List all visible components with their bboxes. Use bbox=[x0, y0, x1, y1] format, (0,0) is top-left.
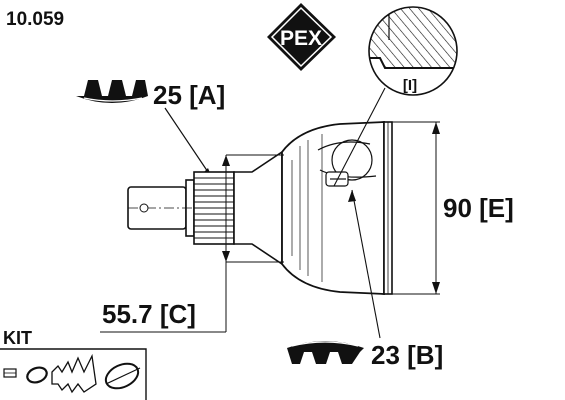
registered-mark: ® bbox=[330, 24, 336, 32]
spline-outer-icon bbox=[76, 80, 148, 103]
dimension-c-lines bbox=[100, 154, 284, 333]
leader-detail bbox=[333, 87, 386, 187]
pex-logo: PEX ® bbox=[267, 3, 336, 71]
leader-a bbox=[164, 107, 213, 179]
kit-box: KIT bbox=[0, 328, 147, 400]
housing-shading bbox=[291, 134, 323, 282]
joint-neck bbox=[233, 150, 283, 266]
spline-outer-dimension: 25 [A] bbox=[153, 80, 225, 110]
spline-inner-icon bbox=[287, 341, 364, 364]
pex-logo-text: PEX bbox=[280, 27, 322, 50]
shaft-length-dimension: 55.7 [C] bbox=[102, 299, 196, 329]
housing-diameter-dimension: 90 [E] bbox=[443, 193, 514, 223]
kit-title: KIT bbox=[3, 328, 32, 348]
detail-label: [I] bbox=[403, 77, 417, 94]
circlip-icon bbox=[26, 366, 48, 384]
detail-magnifier: [I] bbox=[368, 6, 458, 96]
boot-icon bbox=[51, 353, 97, 394]
part-number: 10.059 bbox=[6, 9, 64, 30]
leader-b bbox=[351, 189, 381, 339]
dimension-e-lines bbox=[392, 121, 440, 295]
shaft-hole bbox=[139, 203, 149, 213]
spline-inner-dimension: 23 [B] bbox=[371, 340, 443, 370]
inner-race bbox=[317, 139, 377, 187]
bell-housing bbox=[281, 121, 385, 295]
